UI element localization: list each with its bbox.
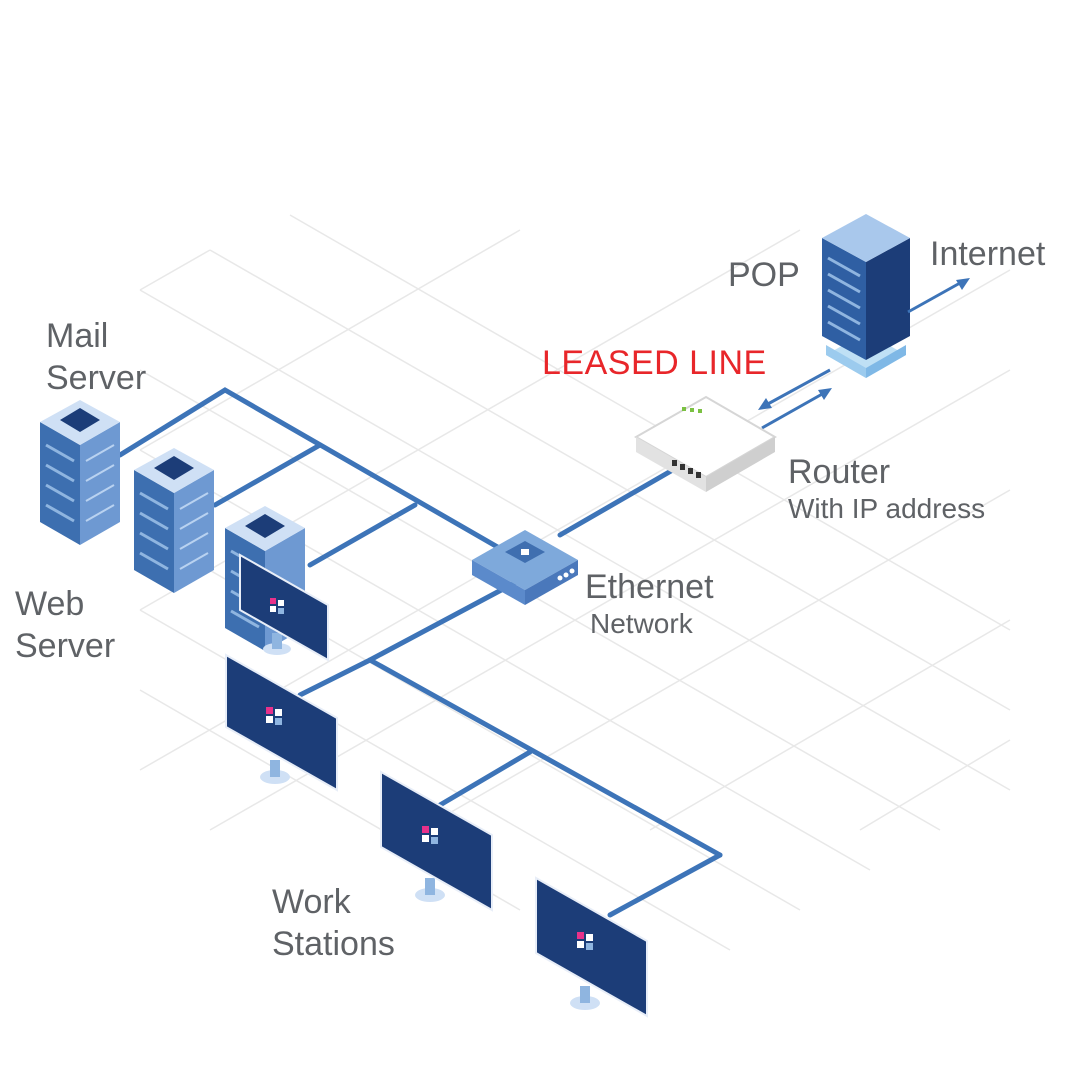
router-label: Router: [788, 453, 890, 491]
router-icon: [633, 395, 777, 492]
monitor-icon: [380, 770, 493, 912]
workstations-label-line1: Work: [272, 883, 352, 921]
cable-monitor-3: [437, 749, 533, 808]
ethernet-label: Ethernet: [585, 568, 714, 606]
cable-switch-trunk: [367, 577, 523, 663]
web-server-label-line1: Web: [15, 585, 84, 623]
cable-web-server: [212, 442, 323, 508]
cable-monitor-4: [607, 852, 723, 918]
cable-trunk-main: [367, 657, 723, 858]
cable-third-server: [307, 502, 418, 568]
monitor-icon: [225, 653, 338, 792]
mail-server-label-line2: Server: [46, 359, 146, 397]
monitor-icon: [535, 876, 648, 1018]
web-server-label-line2: Server: [15, 627, 115, 665]
network-cables: [117, 387, 723, 918]
monitor-icon: [239, 553, 329, 662]
switch-icon: [472, 530, 578, 605]
pop-label: POP: [728, 256, 800, 294]
ethernet-sublabel: Network: [590, 608, 694, 639]
server-rack-icon: [134, 448, 214, 593]
workstations-label-line2: Stations: [272, 925, 395, 963]
internet-arrow-icon: [907, 278, 970, 314]
leased-line-label: LEASED LINE: [542, 344, 767, 382]
cable-switch-router: [557, 457, 693, 538]
cable-mail-server: [117, 387, 523, 563]
mail-server-label-line1: Mail: [46, 317, 108, 355]
router-sublabel: With IP address: [788, 493, 985, 524]
leased-line-arrows-icon: [758, 368, 832, 430]
server-rack-icon: [40, 400, 120, 545]
internet-label: Internet: [930, 235, 1046, 273]
pop-server-icon: [822, 214, 910, 378]
cable-monitor-2: [297, 657, 373, 698]
